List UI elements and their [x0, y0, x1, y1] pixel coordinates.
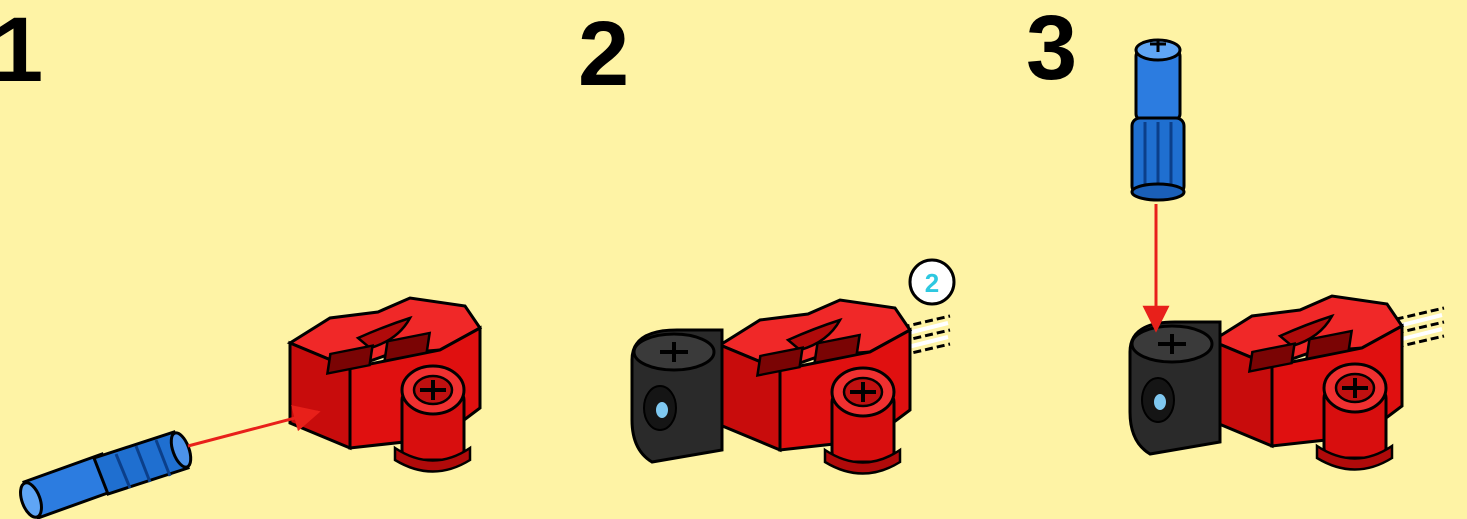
quantity-callout-label: 2	[925, 268, 939, 298]
red-technic-cross-block-icon	[290, 298, 480, 472]
step-3-assembly	[1130, 40, 1444, 470]
quantity-callout-icon: 2	[910, 260, 954, 304]
red-arrow-icon	[188, 412, 318, 446]
step-2-assembly: 2	[632, 260, 954, 474]
blue-axle-pin-icon	[1132, 40, 1184, 200]
blue-axle-pin-icon	[16, 430, 194, 519]
step-1-assembly	[16, 298, 480, 519]
red-technic-cross-block-icon	[1212, 296, 1402, 470]
black-pin-connector-icon	[632, 330, 722, 462]
black-pin-connector-icon	[1130, 322, 1220, 454]
red-technic-cross-block-icon	[720, 300, 910, 474]
